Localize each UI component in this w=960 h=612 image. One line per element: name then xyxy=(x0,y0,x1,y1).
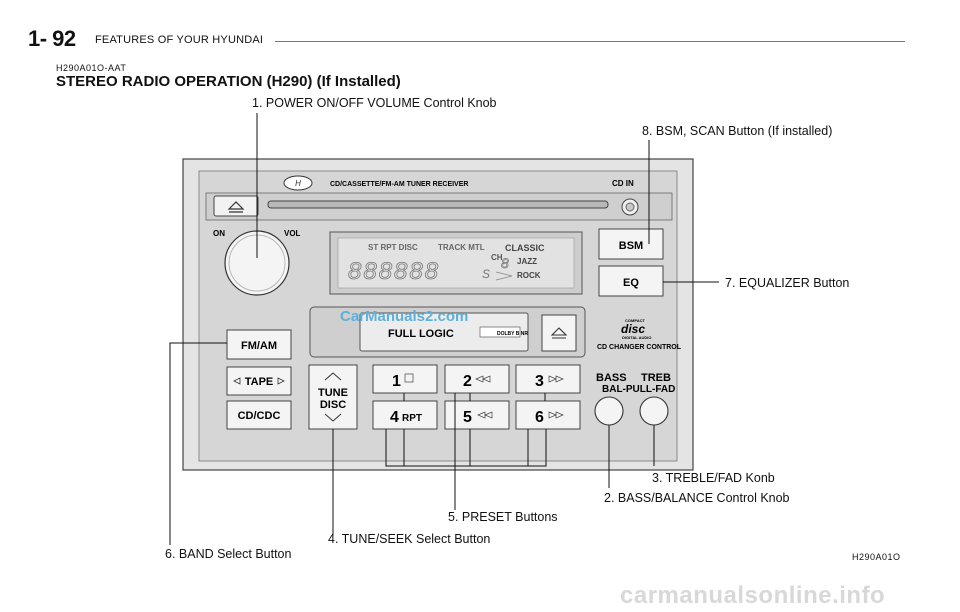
tape-arrows-icon xyxy=(233,377,285,385)
ch-label: CH xyxy=(491,253,503,262)
digital-audio-label: DIGITAL AUDIO xyxy=(622,335,651,340)
rewind-icon xyxy=(477,411,493,419)
callout-treble-fad: 3. TREBLE/FAD Konb xyxy=(652,471,775,485)
section-title: FEATURES OF YOUR HYUNDAI xyxy=(95,34,264,46)
chevron-down-icon xyxy=(324,413,342,422)
preset-label-1: 1 xyxy=(392,373,401,390)
page-number: 1- 92 xyxy=(28,26,76,51)
vol-label: VOL xyxy=(284,229,301,238)
bal-pull-fad-label: BAL-PULL-FAD xyxy=(602,384,675,395)
display-small-digit: 8 xyxy=(501,255,509,271)
cd-cdc-label: CD/CDC xyxy=(238,410,281,422)
preset-label-5: 5 xyxy=(463,409,472,426)
eq-button xyxy=(598,265,664,297)
preset-label-3: 3 xyxy=(535,373,544,390)
callout-volume-knob: 1. POWER ON/OFF VOLUME Control Knob xyxy=(252,96,497,110)
cd-cdc-button xyxy=(226,400,292,430)
tape-button xyxy=(226,366,292,396)
preset-4-sub: RPT xyxy=(402,413,422,424)
callout-tune-seek: 4. TUNE/SEEK Select Button xyxy=(328,532,491,546)
cd-slot xyxy=(267,200,609,209)
watermark: CarManuals2.com xyxy=(340,308,469,325)
fast-forward-icon xyxy=(548,411,564,419)
eq-classic: CLASSIC xyxy=(505,243,545,253)
callout-bass-balance: 2. BASS/BALANCE Control Knob xyxy=(604,491,790,505)
tune-disc-button xyxy=(308,364,358,430)
preset-button-6 xyxy=(515,400,581,430)
preset-button-3 xyxy=(515,364,581,394)
header-rule xyxy=(275,41,905,42)
display-s-mark: S xyxy=(482,267,490,281)
eject-icon xyxy=(227,201,245,213)
eq-rock: ROCK xyxy=(517,271,541,280)
eq-label: EQ xyxy=(623,277,639,289)
compact-label: COMPACT xyxy=(625,318,645,323)
bsm-label: BSM xyxy=(619,240,643,252)
bass-balance-knob xyxy=(594,396,624,426)
fm-am-button xyxy=(226,329,292,360)
bsm-button xyxy=(598,228,664,260)
preset-button-5 xyxy=(444,400,510,430)
bass-label: BASS xyxy=(596,372,627,384)
seek-forward-icon xyxy=(548,375,564,383)
eject-icon xyxy=(550,327,568,339)
callout-bsm-scan: 8. BSM, SCAN Button (If installed) xyxy=(642,124,833,138)
page-title: STEREO RADIO OPERATION (H290) (If Instal… xyxy=(56,73,401,90)
cd-in-label: CD IN xyxy=(612,179,634,188)
callout-band-select: 6. BAND Select Button xyxy=(165,547,292,561)
callout-leaders xyxy=(169,113,719,545)
on-label: ON xyxy=(213,229,225,238)
fm-am-label: FM/AM xyxy=(241,340,277,352)
chevron-up-icon xyxy=(324,372,342,381)
preset-label-6: 6 xyxy=(535,409,544,426)
preset-buttons: 1 2 3 4 RPT 5 6 xyxy=(372,364,581,430)
callout-equalizer: 7. EQUALIZER Button xyxy=(725,276,850,290)
tape-label: TAPE xyxy=(245,376,274,388)
cd-eject-button xyxy=(213,195,259,217)
full-logic-label: FULL LOGIC xyxy=(388,328,454,340)
figure-code: H290A01O xyxy=(852,552,901,562)
callout-preset: 5. PRESET Buttons xyxy=(448,510,558,524)
display-track: TRACK MTL xyxy=(438,243,485,252)
preset-label-2: 2 xyxy=(463,373,472,390)
dolby-label: DOLBY B NR xyxy=(497,331,528,337)
pause-icon xyxy=(404,373,414,383)
footer-watermark: carmanualsonline.info xyxy=(620,582,886,609)
display-indicators: ST RPT DISC xyxy=(368,243,418,252)
dolby-badge xyxy=(479,326,521,338)
cd-changer-label: CD CHANGER CONTROL xyxy=(597,344,682,351)
tape-eject-button xyxy=(541,314,577,352)
receiver-label: CD/CASSETTE/FM-AM TUNER RECEIVER xyxy=(330,181,468,188)
svg-text:H: H xyxy=(295,179,301,188)
hyundai-logo xyxy=(283,175,313,191)
cassette-door xyxy=(359,312,529,352)
seek-back-icon xyxy=(475,375,491,383)
disc-logo: disc xyxy=(621,322,645,336)
treble-fad-knob xyxy=(639,396,669,426)
treb-label: TREB xyxy=(641,372,671,384)
document-code: H290A01O-AAT xyxy=(56,63,127,73)
disc-label: DISC xyxy=(320,399,346,411)
preset-label-4: 4 xyxy=(390,409,399,426)
eq-jazz: JAZZ xyxy=(517,257,537,266)
preset-button-4 xyxy=(372,400,438,430)
display-digits: 888888 xyxy=(348,258,440,285)
tune-label: TUNE xyxy=(318,387,348,399)
preset-button-2 xyxy=(444,364,510,394)
